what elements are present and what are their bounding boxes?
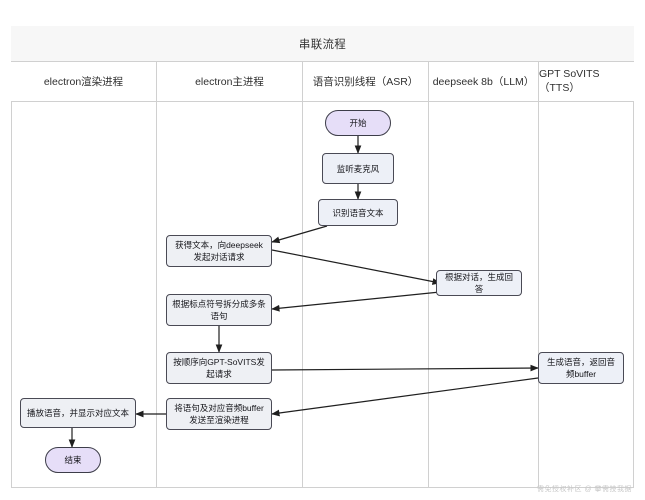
node-request-deepseek[interactable]: 获得文本，向deepseek发起对话请求 [166, 235, 272, 267]
lane-body-tts [539, 102, 634, 488]
node-llm-answer[interactable]: 根据对话，生成回答 [436, 270, 522, 296]
node-play-audio[interactable]: 播放语音，并显示对应文本 [20, 398, 136, 428]
diagram-title: 串联流程 [11, 26, 634, 62]
lane-header-tts: GPT SoVITS（TTS） [539, 68, 600, 94]
lane-header-main: electron主进程 [157, 62, 303, 101]
lane-header-asr: 语音识别线程（ASR） [303, 62, 429, 101]
node-listen-mic[interactable]: 监听麦克风 [322, 153, 394, 184]
node-split-sentences[interactable]: 根据标点符号拆分成多条语句 [166, 294, 272, 326]
node-end[interactable]: 结束 [45, 447, 101, 473]
node-recognize-text[interactable]: 识别语音文本 [318, 199, 398, 226]
lane-body-llm [429, 102, 539, 488]
node-tts-generate[interactable]: 生成语音，返回音频buffer [538, 352, 624, 384]
node-request-sovits[interactable]: 按顺序向GPT-SoVITS发起请求 [166, 352, 272, 384]
node-start[interactable]: 开始 [325, 110, 391, 136]
lane-body-renderer [11, 102, 157, 488]
lane-header-row: electron渲染进程 electron主进程 语音识别线程（ASR） dee… [11, 62, 634, 102]
watermark: 需免授权补区 @ 攀需技我据 [537, 486, 632, 493]
lane-header-renderer: electron渲染进程 [11, 62, 157, 101]
node-send-to-renderer[interactable]: 将语句及对应音频buffer发送至渲染进程 [166, 398, 272, 430]
lane-header-llm: deepseek 8b（LLM） [429, 62, 539, 101]
